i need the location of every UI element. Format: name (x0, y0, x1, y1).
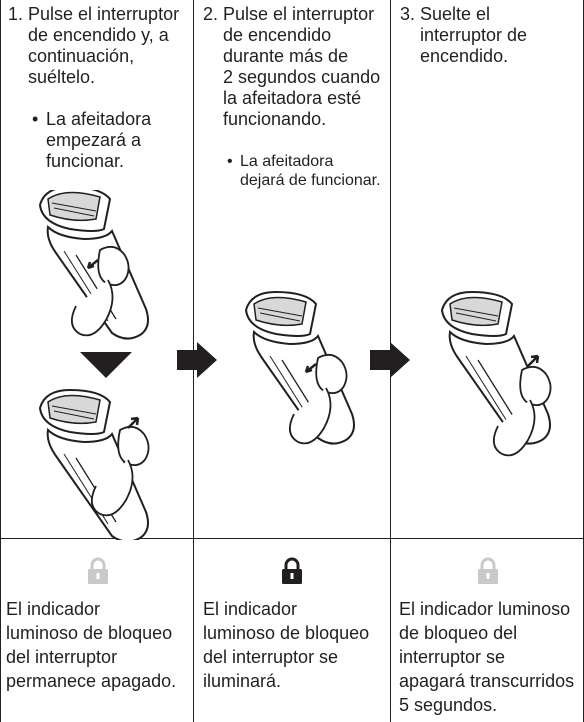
bullet: • (227, 153, 233, 170)
step-text-line: la afeitadora esté (223, 88, 362, 108)
step-text-line: Pulse el interruptor (28, 4, 180, 24)
step-text-line: suéltelo. (28, 67, 96, 87)
step-text-line: durante más de (223, 46, 349, 66)
note-line: empezará a (46, 130, 142, 150)
step-text: Suelte el interruptor de encendido. (420, 4, 527, 67)
step-number: 2. (203, 4, 219, 24)
result-line: interruptor se (399, 647, 506, 667)
result-line: iluminará. (203, 671, 282, 691)
result-text-2: El indicador luminoso de bloqueo del int… (203, 597, 369, 693)
step-number: 3. (400, 4, 416, 24)
note-line: La afeitadora (46, 109, 152, 129)
border-left (0, 0, 1, 722)
step-text-line: funcionando. (223, 109, 327, 129)
row-divider (0, 538, 584, 539)
hand-icon (492, 354, 552, 457)
lock-icon (282, 557, 302, 584)
step-number: 1. (8, 4, 24, 24)
step-text-line: Pulse el interruptor (223, 4, 375, 24)
result-line: luminoso de bloqueo (6, 623, 173, 643)
step-text-line: interruptor de (420, 25, 528, 45)
step-text-line: de encendido y, a (28, 25, 169, 45)
result-line: apagará transcurridos (399, 671, 575, 691)
hand-icon (70, 245, 130, 337)
result-line: 5 segundos. (399, 695, 498, 715)
note-line: La afeitadora (240, 153, 334, 170)
result-line: El indicador (203, 599, 298, 619)
step-text-line: Suelte el (420, 4, 491, 24)
lock-icon (88, 557, 108, 584)
hand-icon (90, 416, 150, 517)
step-text: Pulse el interruptor de encendido y, a c… (28, 4, 179, 88)
step-text-line: continuación, (28, 46, 135, 66)
illustrations (39, 190, 552, 540)
result-line: El indicador luminoso (399, 599, 571, 619)
arrow-down-icon (80, 352, 132, 378)
arrow-right-icon (370, 342, 410, 378)
step-text-line: 2 segundos cuando (223, 67, 381, 87)
result-text-1: El indicador luminoso de bloqueo del int… (6, 597, 176, 693)
hand-icon (288, 353, 348, 445)
result-text-3: El indicador luminoso de bloqueo del int… (399, 597, 574, 717)
note-line: funcionar. (46, 151, 125, 171)
lock-icon (478, 557, 498, 584)
result-line: del interruptor (6, 647, 118, 667)
result-line: de bloqueo del (399, 623, 518, 643)
result-line: del interruptor se (203, 647, 339, 667)
result-line: El indicador (6, 599, 101, 619)
step-text: Pulse el interruptor de encendido durant… (223, 4, 380, 130)
arrow-right-icon (177, 342, 217, 378)
bullet: • (32, 109, 39, 129)
result-line: luminoso de bloqueo (203, 623, 370, 643)
result-line: permanece apagado. (6, 671, 177, 691)
note-line: dejará de funcionar. (240, 172, 381, 189)
step-text-line: encendido. (420, 46, 509, 66)
step-text-line: de encendido (223, 25, 332, 45)
